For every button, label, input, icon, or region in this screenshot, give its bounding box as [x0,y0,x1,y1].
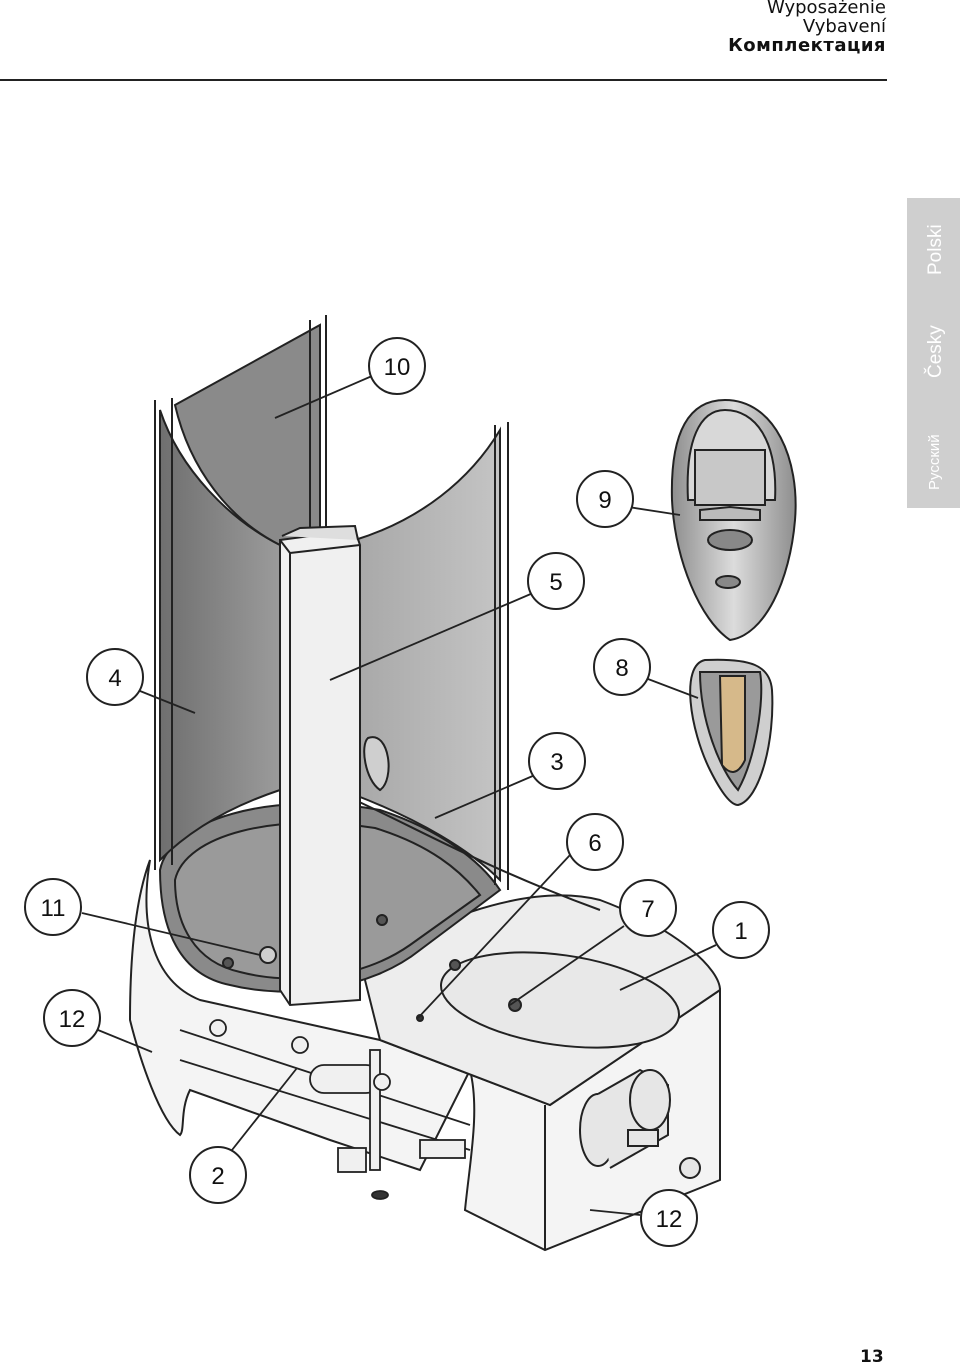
callout-6-label: 6 [588,830,601,857]
callout-10: 10 [368,337,426,395]
callout-7: 7 [619,879,677,937]
callout-9: 9 [576,470,634,528]
callout-8: 8 [593,638,651,696]
tub-base [128,802,722,1252]
title-czech: Vybavení [802,16,886,37]
callout-12-left-label: 12 [59,1006,86,1033]
callout-12-right-label: 12 [656,1206,683,1233]
callout-8-label: 8 [615,655,628,682]
control-panel [689,658,774,807]
callout-3: 3 [528,732,586,790]
callout-11: 11 [24,878,82,936]
language-tab: Polski Česky Русский [907,198,960,508]
page-number: 13 [860,1347,884,1367]
leader-lines [81,375,717,1216]
callout-6: 6 [566,813,624,871]
callout-11-label: 11 [41,895,66,922]
callout-2-label: 2 [211,1163,224,1190]
glass-panels [154,315,601,911]
front-column [222,524,522,1022]
plumbing [179,1019,471,1200]
header-titles: Wyposażenie Vybavení Комплектация [728,0,886,55]
callout-10-label: 10 [384,354,411,381]
callout-3-label: 3 [550,749,563,776]
title-russian: Комплектация [728,35,886,56]
pump-motor [579,1068,701,1179]
callout-12-right: 12 [640,1189,698,1247]
callout-1-label: 1 [734,918,747,945]
remote-control [670,398,797,642]
callout-5: 5 [527,552,585,610]
callout-5-label: 5 [549,569,562,596]
callout-2: 2 [189,1146,247,1204]
callout-7-label: 7 [641,896,654,923]
callout-1: 1 [712,901,770,959]
callout-12-left: 12 [43,989,101,1047]
header-rule [0,79,887,81]
callout-9-label: 9 [598,487,611,514]
title-polish: Wyposażenie [767,0,886,18]
callout-4-label: 4 [108,665,121,692]
callout-4: 4 [86,648,144,706]
